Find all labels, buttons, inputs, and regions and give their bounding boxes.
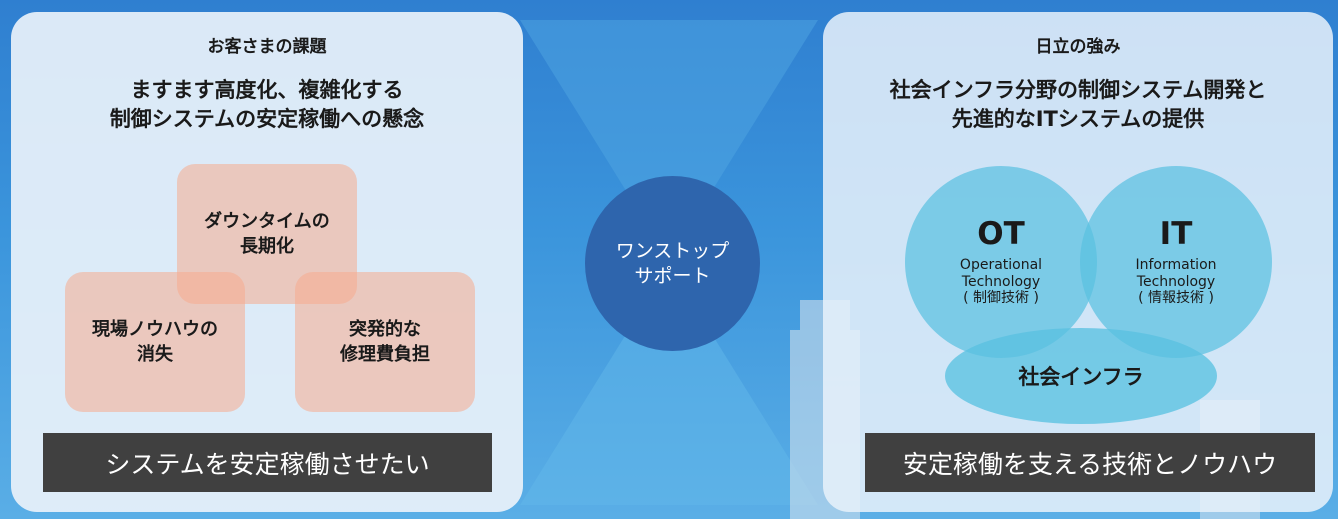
customer-issues-title: お客さまの課題 (207, 37, 327, 57)
headline-line: 社会インフラ分野の制御システム開発と (889, 78, 1267, 102)
issue-label: 現場ノウハウの 消失 (92, 318, 218, 365)
issue-repair-cost-box: 突発的な 修理費負担 (295, 272, 475, 412)
it-description: Information Technology ( 情報技術 ) (1135, 256, 1217, 307)
it-circle: IT Information Technology ( 情報技術 ) (1080, 166, 1272, 358)
issue-knowhow-box: 現場ノウハウの 消失 (65, 272, 245, 412)
one-stop-label-line: サポート (634, 264, 711, 287)
ot-description: Operational Technology ( 制御技術 ) (959, 256, 1043, 307)
headline-line: 制御システムの安定稼働への懸念 (109, 106, 425, 131)
hitachi-strengths-headline: 社会インフラ分野の制御システム開発と 先進的なITシステムの提供 (823, 76, 1333, 134)
ot-circle: OT Operational Technology ( 制御技術 ) (905, 166, 1097, 358)
headline-line: 先進的なITシステムの提供 (951, 106, 1205, 131)
headline-line: ますます高度化、複雑化する (130, 78, 404, 102)
strength-summary-bar: 安定稼働を支える技術とノウハウ (865, 433, 1315, 492)
hitachi-strengths-title: 日立の強み (1035, 37, 1121, 57)
one-stop-label-line: ワンストップ (615, 239, 730, 262)
customer-goal-label: システムを安定稼働させたい (105, 449, 430, 479)
issue-label: 突発的な 修理費負担 (340, 318, 430, 365)
issue-label: ダウンタイムの 長期化 (204, 210, 330, 257)
strength-summary-label: 安定稼働を支える技術とノウハウ (902, 449, 1278, 479)
social-infrastructure-label: 社会インフラ (1018, 365, 1144, 389)
one-stop-support-circle: ワンストップ サポート (585, 176, 760, 351)
it-abbreviation: IT (1159, 215, 1193, 252)
customer-issues-headline: ますます高度化、複雑化する 制御システムの安定稼働への懸念 (11, 76, 523, 134)
customer-goal-bar: システムを安定稼働させたい (43, 433, 492, 492)
ot-abbreviation: OT (977, 215, 1025, 252)
